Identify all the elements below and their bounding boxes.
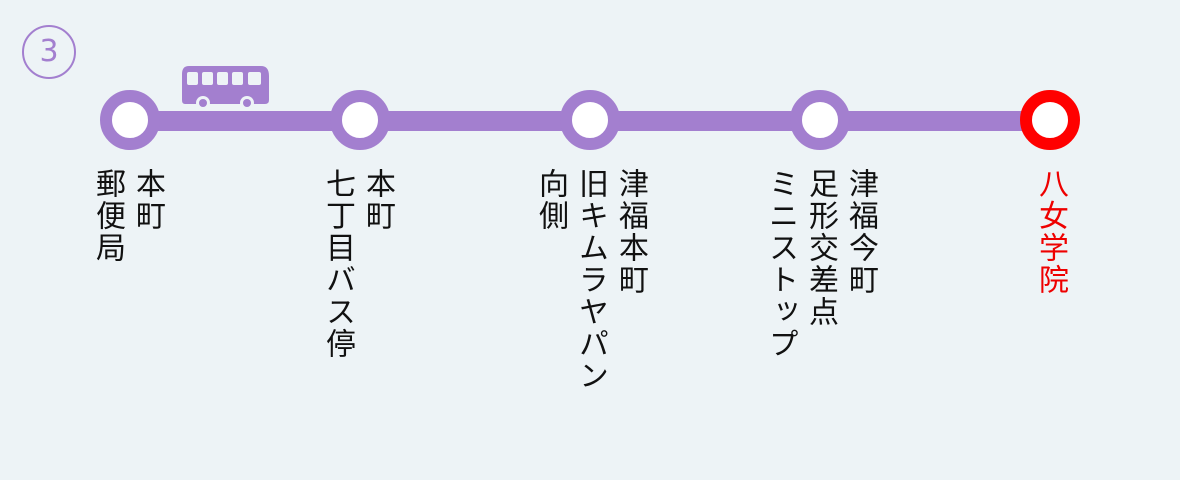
stop-marker bbox=[790, 90, 850, 150]
stop-name: 本町 郵便局 bbox=[90, 168, 165, 264]
stop-name: 本町 七丁目バス停 bbox=[320, 168, 395, 360]
current-stop-name: 八女学院 bbox=[1033, 168, 1068, 296]
stop-name: 津福本町 旧キムラヤパン 向側 bbox=[533, 168, 648, 392]
route-number: 3 bbox=[39, 34, 59, 69]
route-number-badge: 3 bbox=[22, 25, 76, 79]
stop-marker bbox=[100, 90, 160, 150]
stop-marker bbox=[560, 90, 620, 150]
stop-name: 津福今町 足形交差点 ミニストップ bbox=[763, 168, 878, 360]
current-stop-marker bbox=[1020, 90, 1080, 150]
bus-icon bbox=[181, 64, 271, 112]
stop-marker bbox=[330, 90, 390, 150]
